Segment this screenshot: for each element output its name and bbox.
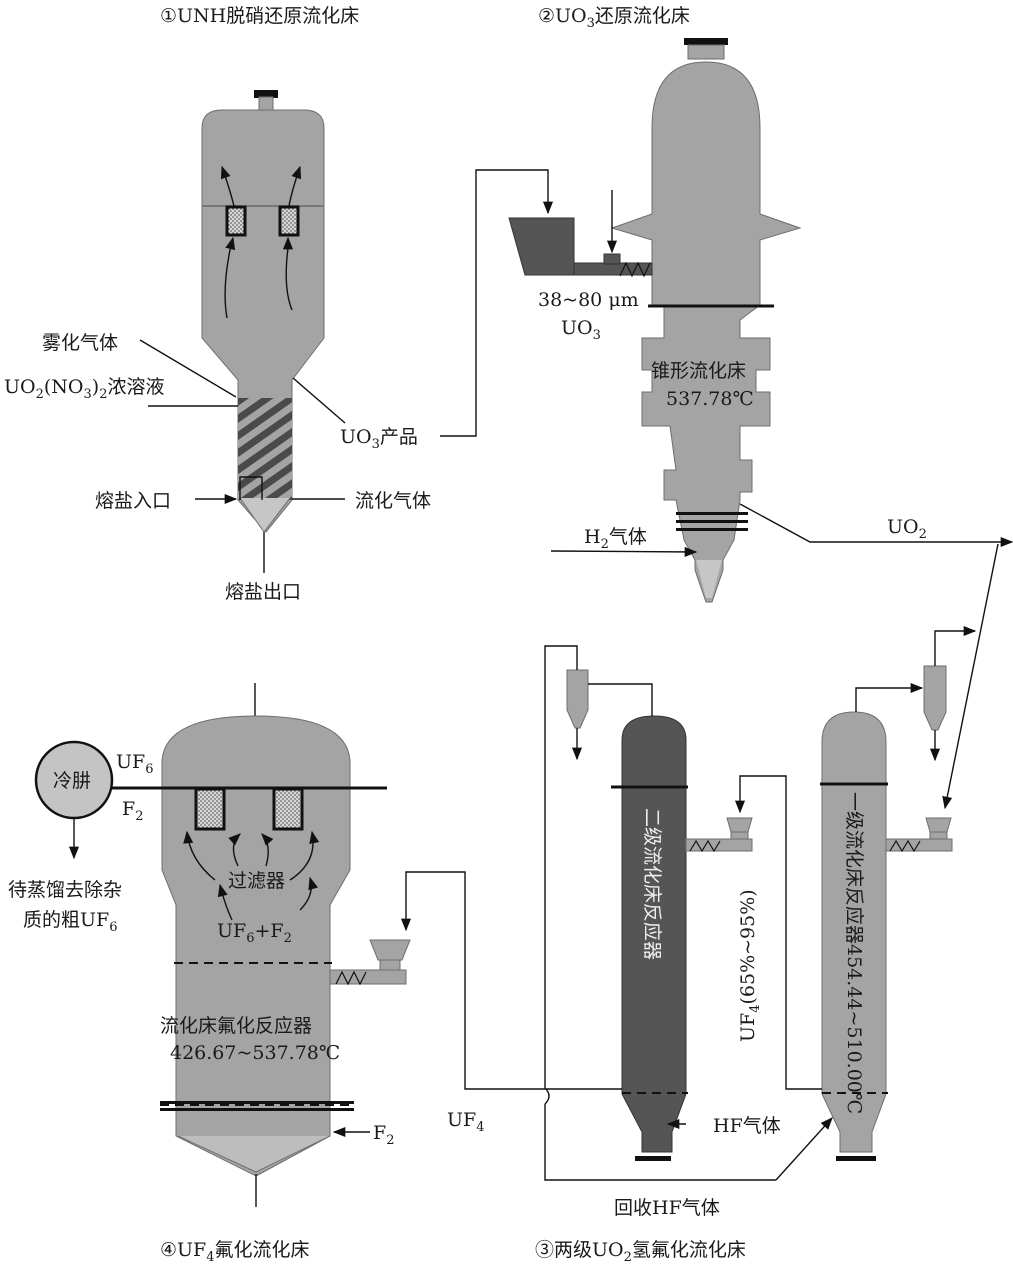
title-unh-denitration: ①UNH脱硝还原流化床 [160, 5, 359, 27]
second-stage-reactor [611, 715, 753, 1161]
uo3-feed-hopper [508, 190, 653, 278]
h2-gas-label: H2气体 [584, 526, 647, 552]
cone-bed-temp: 537.78℃ [666, 388, 754, 410]
uo2-label: UO2 [887, 516, 927, 542]
uf4-fluorination-vessel [108, 683, 387, 1207]
second-stage-reactor-name: 二级流化床反应器 [641, 808, 663, 960]
uo3-feed-label: UO3 [561, 317, 601, 343]
molten-salt-outlet-label: 熔盐出口 [225, 581, 301, 603]
title-two-stage-hydrofluorination: ③两级UO2氢氟化流化床 [535, 1239, 746, 1265]
f2-in-label: F2 [373, 1122, 394, 1148]
f2-out-label: F2 [122, 798, 143, 824]
filter-label: 过滤器 [228, 870, 285, 892]
unh-denitration-vessel [201, 90, 325, 533]
uf6-label: UF6 [116, 751, 153, 777]
first-stage-reactor [820, 711, 953, 1161]
second-stage-cyclone [544, 645, 776, 1181]
hf-gas-label: HF气体 [713, 1115, 781, 1137]
uf6-f2-mix-label: UF6+F2 [217, 920, 292, 946]
crude-uf6-line1: 待蒸馏去除杂 [8, 879, 122, 901]
cone-bed-name: 锥形流化床 [651, 360, 746, 382]
first-stage-reactor-name: 一级流化床反应器454.44~510.00℃ [843, 792, 865, 1114]
particle-size-label: 38~80 μm [538, 289, 639, 311]
uf4-label: UF4 [447, 1109, 484, 1135]
uo3-product-label: UO3产品 [340, 426, 418, 452]
uf4-feed-screw [329, 939, 411, 986]
cold-trap-label: 冷肼 [53, 770, 91, 792]
fluorination-reactor-temp: 426.67~537.78℃ [170, 1042, 340, 1064]
uo2-no3-solution-label: UO2(NO3)2浓溶液 [4, 376, 165, 402]
recover-hf-label: 回收HF气体 [614, 1197, 720, 1219]
molten-salt-inlet-label: 熔盐入口 [95, 490, 171, 512]
title-uo3-reduction: ②UO3还原流化床 [538, 5, 690, 31]
fluorination-reactor-name: 流化床氟化反应器 [160, 1015, 312, 1037]
first-stage-cyclone [855, 625, 977, 762]
title-uf4-fluorination: ④UF4氟化流化床 [160, 1239, 310, 1265]
uf4-percent-label: UF4(65%~95%) [737, 889, 763, 1042]
fluidizing-gas-label: 流化气体 [355, 490, 431, 512]
cold-trap [34, 740, 114, 860]
uo3-reduction-vessel [610, 38, 802, 603]
crude-uf6-line2: 质的粗UF6 [23, 909, 117, 935]
atomizing-gas-label: 雾化气体 [42, 332, 118, 354]
